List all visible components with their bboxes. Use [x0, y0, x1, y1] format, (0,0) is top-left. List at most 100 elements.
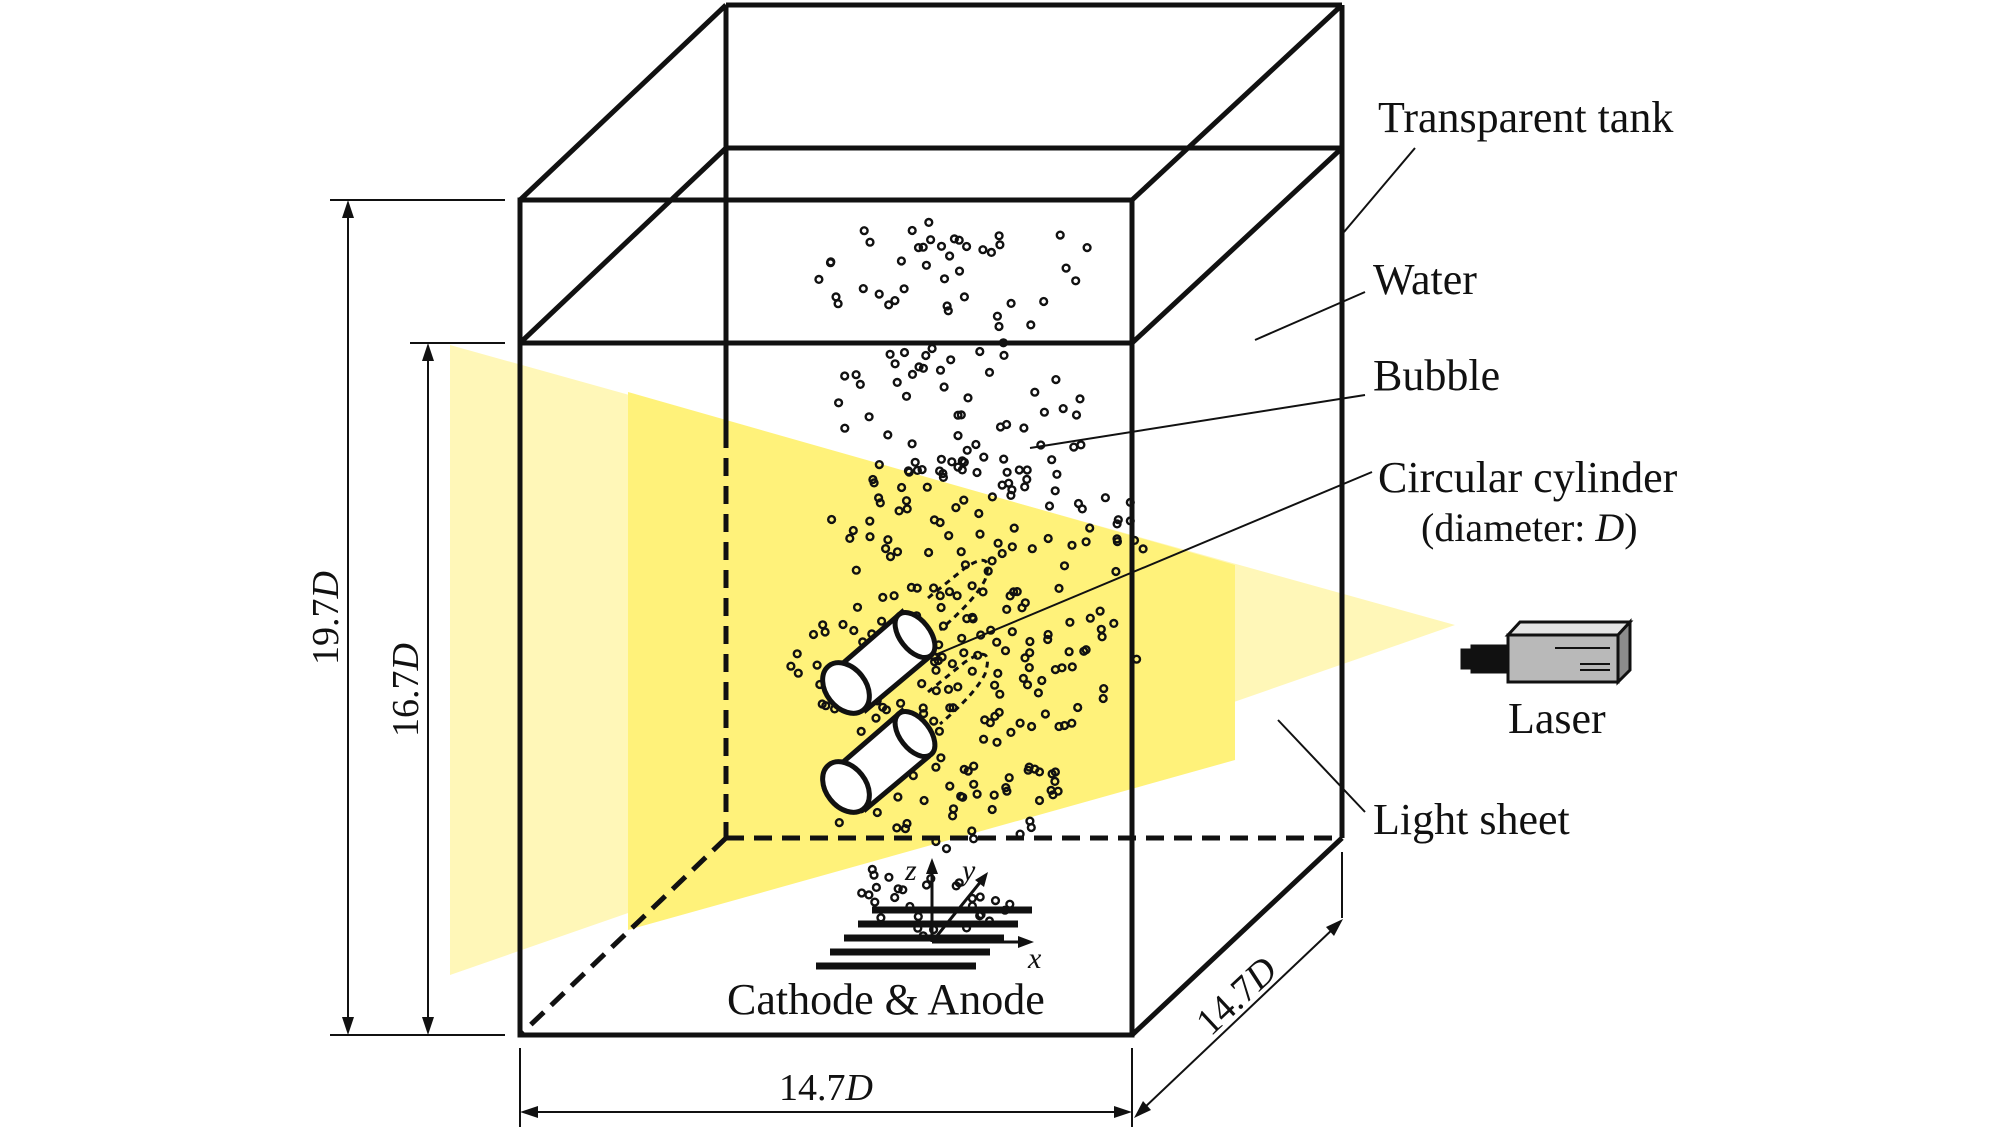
- bubble: [1009, 523, 1019, 533]
- bubble: [1043, 629, 1053, 640]
- bubble: [1007, 542, 1017, 552]
- bubble: [840, 371, 850, 381]
- bubble: [1008, 587, 1019, 597]
- bubble: [1024, 762, 1034, 772]
- bubble: [993, 538, 1003, 548]
- bubble-label: Bubble: [1373, 351, 1501, 400]
- bubble: [1085, 523, 1095, 533]
- bubble: [1002, 467, 1012, 477]
- bubble: [1039, 296, 1049, 307]
- bubble: [1073, 702, 1083, 713]
- bubble: [1071, 410, 1082, 420]
- bubble: [1030, 387, 1040, 397]
- bubble: [914, 362, 924, 372]
- bubble: [869, 870, 879, 880]
- light-sheet-label: Light sheet: [1373, 795, 1570, 844]
- bubble: [997, 548, 1007, 559]
- bubble: [903, 466, 914, 476]
- bubble: [849, 625, 859, 636]
- water-surface: [518, 145, 1344, 346]
- bubble: [931, 665, 941, 675]
- bubble: [978, 734, 989, 744]
- bubble: [939, 382, 949, 392]
- bubble: [1064, 647, 1074, 657]
- circular-cylinders: [820, 608, 938, 815]
- bubble: [808, 629, 819, 640]
- bubble: [885, 551, 896, 562]
- bubble: [951, 881, 961, 891]
- bubble: [923, 547, 934, 558]
- bubble: [918, 242, 928, 252]
- bubble: [929, 716, 939, 726]
- bubble: [1026, 822, 1036, 833]
- leader-lines: [934, 147, 1416, 813]
- bubble: [993, 668, 1003, 679]
- bubble: [1050, 486, 1060, 496]
- bubble: [997, 480, 1007, 490]
- bubble: [876, 616, 887, 626]
- bubble: [899, 347, 910, 358]
- bubble: [992, 737, 1002, 747]
- bubble: [938, 472, 949, 483]
- bubble: [893, 792, 903, 802]
- bubble: [786, 661, 796, 671]
- bubble: [883, 430, 893, 440]
- transparent-tank-label: Transparent tank: [1378, 93, 1674, 142]
- bubble: [967, 666, 977, 676]
- bubble: [928, 583, 939, 593]
- bubble: [948, 804, 959, 814]
- bubble: [871, 713, 881, 723]
- bubble: [953, 410, 963, 420]
- bubble: [1071, 276, 1081, 286]
- bubble: [900, 823, 911, 834]
- laser-label: Laser: [1508, 694, 1606, 743]
- water-height-label: 16.7D: [385, 643, 427, 737]
- bubble: [818, 620, 828, 630]
- bubble: [953, 682, 963, 692]
- bubble: [880, 543, 891, 554]
- bubble: [963, 766, 973, 776]
- bubble: [1055, 230, 1065, 240]
- bubble: [896, 256, 907, 266]
- z-axis-label: z: [904, 854, 917, 887]
- leader-cylinder: [934, 471, 1373, 656]
- bubble: [1111, 566, 1121, 577]
- lower-cylinder: [820, 707, 938, 815]
- bubble: [957, 633, 967, 643]
- bubble: [936, 241, 947, 251]
- bubble: [938, 621, 949, 631]
- bubble: [967, 826, 977, 836]
- bubble: [1054, 721, 1064, 732]
- bubble: [953, 431, 963, 441]
- bubble: [901, 391, 912, 401]
- bubble: [959, 457, 969, 467]
- bubble: [936, 602, 946, 613]
- bubble: [834, 817, 844, 828]
- laser-top: [1504, 620, 1634, 637]
- transparent-tank: [517, 2, 1345, 1038]
- bubble: [872, 807, 882, 818]
- bubble: [978, 587, 988, 597]
- bubble: [1006, 298, 1016, 309]
- bubble: [1050, 776, 1060, 787]
- x-axis-label: x: [1027, 942, 1042, 975]
- bubble: [938, 468, 948, 479]
- bubble: [1033, 688, 1044, 698]
- bubble: [1081, 537, 1091, 547]
- bubble: [999, 454, 1009, 464]
- bubble: [959, 292, 970, 302]
- bubble: [952, 591, 962, 601]
- bubble: [953, 462, 963, 472]
- tank-hidden-edges: [518, 430, 1342, 1037]
- bubble: [992, 311, 1003, 321]
- bubble: [987, 492, 998, 502]
- bubble: [931, 836, 941, 847]
- bubble: [1020, 482, 1030, 492]
- leader-light-sheet: [1277, 719, 1366, 813]
- bubble: [1043, 533, 1053, 544]
- bubble: [995, 240, 1005, 250]
- bubble: [899, 284, 909, 294]
- bubble: [907, 439, 917, 449]
- bubble: [890, 296, 900, 306]
- bubble: [884, 872, 894, 882]
